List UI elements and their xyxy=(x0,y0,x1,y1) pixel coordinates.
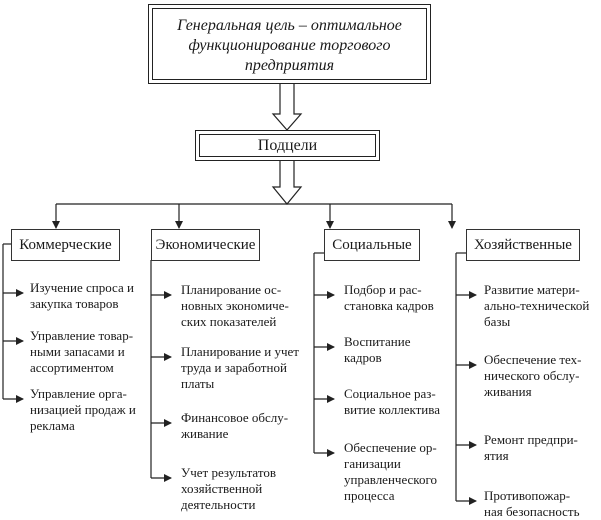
subgoal-item-line: становка кадров xyxy=(344,298,434,313)
general-goal-line: функционирование торгового xyxy=(188,37,391,54)
subgoal-item-line: закупка товаров xyxy=(30,296,119,311)
subgoal-item-line: деятельности xyxy=(181,497,256,512)
general-goal-line: Генеральная цель – оптимальное xyxy=(177,17,402,34)
subgoal-item-line: процесса xyxy=(344,488,395,503)
subgoal-item-line: Развитие матери- xyxy=(484,282,580,297)
subgoal-item: Планирование ос-новных экономиче-ских по… xyxy=(181,282,289,330)
hollow-arrow-goal-to-subgoals xyxy=(271,84,303,131)
category-economic: Экономические xyxy=(151,229,260,261)
category-social: Социальные xyxy=(324,229,420,261)
subgoal-item-line: платы xyxy=(181,376,215,391)
subgoal-item-line: Противопожар- xyxy=(484,488,571,503)
subgoal-item: Социальное раз-витие коллектива xyxy=(344,386,440,418)
subgoal-item-line: Воспитание xyxy=(344,334,411,349)
subgoal-item-line: Обеспечение ор- xyxy=(344,440,437,455)
subgoal-item: Противопожар-ная безопасность xyxy=(484,488,580,520)
general-goal-line: предприятия xyxy=(244,57,335,74)
category-household: Хозяйственные xyxy=(466,229,580,261)
subgoal-item-line: Планирование ос- xyxy=(181,282,282,297)
subgoal-item-line: новных экономиче- xyxy=(181,298,289,313)
category-commercial: Коммерческие xyxy=(11,229,120,261)
subgoal-item-line: Обеспечение тех- xyxy=(484,352,582,367)
general-goal-box: Генеральная цель – оптимальное функциони… xyxy=(148,4,431,84)
subgoals-label: Подцели xyxy=(257,137,318,154)
subgoal-item-line: ными запасами и xyxy=(30,344,125,359)
subgoal-item-line: ских показателей xyxy=(181,314,277,329)
subgoal-item-line: Учет результатов xyxy=(181,465,277,480)
subgoal-item-line: хозяйственной xyxy=(181,481,263,496)
general-goal-text: Генеральная цель – оптимальное функциони… xyxy=(157,16,422,76)
subgoal-item-line: низацией продаж и xyxy=(30,402,136,417)
subgoal-item-line: Управление орга- xyxy=(30,386,127,401)
subgoal-item-line: ганизации xyxy=(344,456,401,471)
subgoal-item-line: Социальное раз- xyxy=(344,386,436,401)
subgoal-item-line: ассортиментом xyxy=(30,360,114,375)
subgoal-item-line: реклама xyxy=(30,418,75,433)
subgoal-item-line: ятия xyxy=(484,448,509,463)
subgoal-item-line: управленческого xyxy=(344,472,437,487)
subgoal-item-line: нического обслу- xyxy=(484,368,580,383)
subgoal-item-line: труда и заработной xyxy=(181,360,287,375)
subgoals-box: Подцели xyxy=(195,130,380,161)
subgoal-item: Ремонт предпри-ятия xyxy=(484,432,578,464)
subgoal-item-line: витие коллектива xyxy=(344,402,441,417)
subgoal-item: Обеспечение тех-нического обслу-живания xyxy=(484,352,581,400)
subgoal-item-line: ная безопасность xyxy=(484,504,580,519)
subgoal-item-line: Планирование и учет xyxy=(181,344,299,359)
subgoal-item-line: Ремонт предпри- xyxy=(484,432,578,447)
subgoal-item-line: Управление товар- xyxy=(30,328,134,343)
subgoal-item: Финансовое обслу-живание xyxy=(181,410,288,442)
subgoal-item-line: Финансовое обслу- xyxy=(181,410,289,425)
subgoal-item-line: кадров xyxy=(344,350,382,365)
subgoal-item-line: ально-технической xyxy=(484,298,590,313)
hollow-arrow-subgoals-to-categories xyxy=(271,161,303,205)
subgoal-item-line: живание xyxy=(181,426,229,441)
subgoal-item-line: базы xyxy=(484,314,511,329)
subgoal-item-line: Изучение спроса и xyxy=(30,280,134,295)
subgoal-item: Подбор и рас-становка кадров xyxy=(344,282,434,314)
subgoal-item-line: живания xyxy=(484,384,532,399)
subgoal-item-line: Подбор и рас- xyxy=(344,282,422,297)
